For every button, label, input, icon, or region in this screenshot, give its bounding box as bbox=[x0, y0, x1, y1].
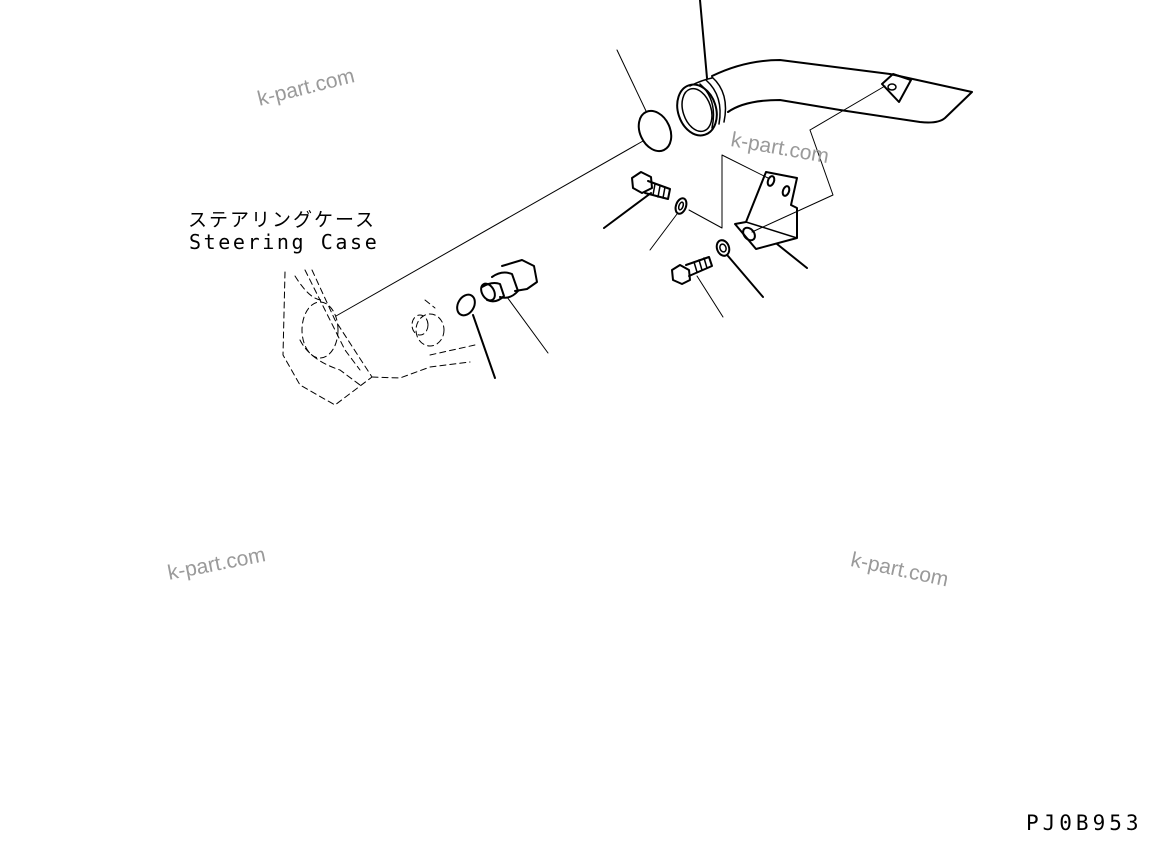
hose-pipe bbox=[676, 0, 973, 137]
bolt-lower bbox=[671, 256, 724, 318]
steering-case-label-en: Steering Case bbox=[189, 230, 380, 254]
leader-clamp-2 bbox=[751, 129, 834, 233]
steering-case-label-jp: ステアリングケース bbox=[188, 209, 377, 231]
drawing-code: PJ0B953 bbox=[1026, 811, 1143, 835]
leader-bracket bbox=[688, 154, 769, 229]
bracket bbox=[734, 171, 808, 269]
leader-steering-case bbox=[335, 140, 644, 317]
o-ring-large bbox=[616, 49, 673, 153]
plug-fitting bbox=[480, 259, 549, 354]
washer-lower bbox=[715, 239, 764, 298]
washer-upper bbox=[649, 197, 688, 251]
leader-clamp bbox=[809, 85, 886, 131]
steering-case bbox=[282, 269, 476, 406]
o-ring-small bbox=[456, 293, 496, 379]
bolt-upper bbox=[603, 171, 671, 229]
